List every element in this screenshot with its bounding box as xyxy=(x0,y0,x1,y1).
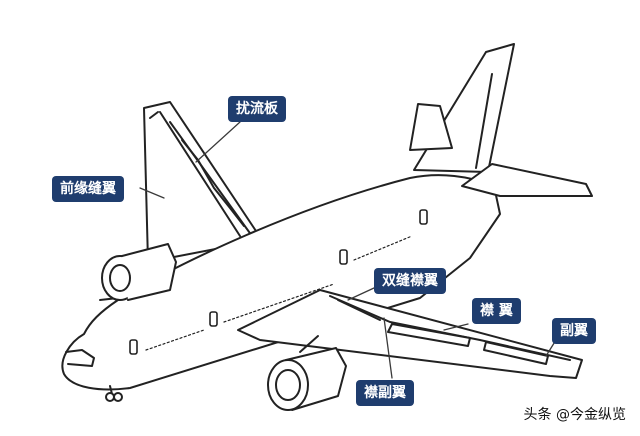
near-engine xyxy=(267,335,347,411)
label-spoiler: 扰流板 xyxy=(228,96,286,122)
near-horizontal-stabilizer xyxy=(461,163,593,197)
far-engine xyxy=(101,243,177,301)
far-horizontal-stabilizer xyxy=(409,103,453,151)
label-leading-edge-slat: 前缘缝翼 xyxy=(52,176,124,202)
leader-lines xyxy=(139,121,557,379)
windows xyxy=(145,235,413,351)
label-double-slotted-flap: 双缝襟翼 xyxy=(374,268,446,294)
label-flap: 襟 翼 xyxy=(472,298,521,324)
label-aileron: 副翼 xyxy=(552,318,596,344)
nose-gear xyxy=(105,385,123,402)
watermark: 头条 @今金纵览 xyxy=(523,407,626,423)
near-wing xyxy=(237,289,583,379)
doors xyxy=(129,209,428,355)
label-flaperon: 襟副翼 xyxy=(356,380,414,406)
